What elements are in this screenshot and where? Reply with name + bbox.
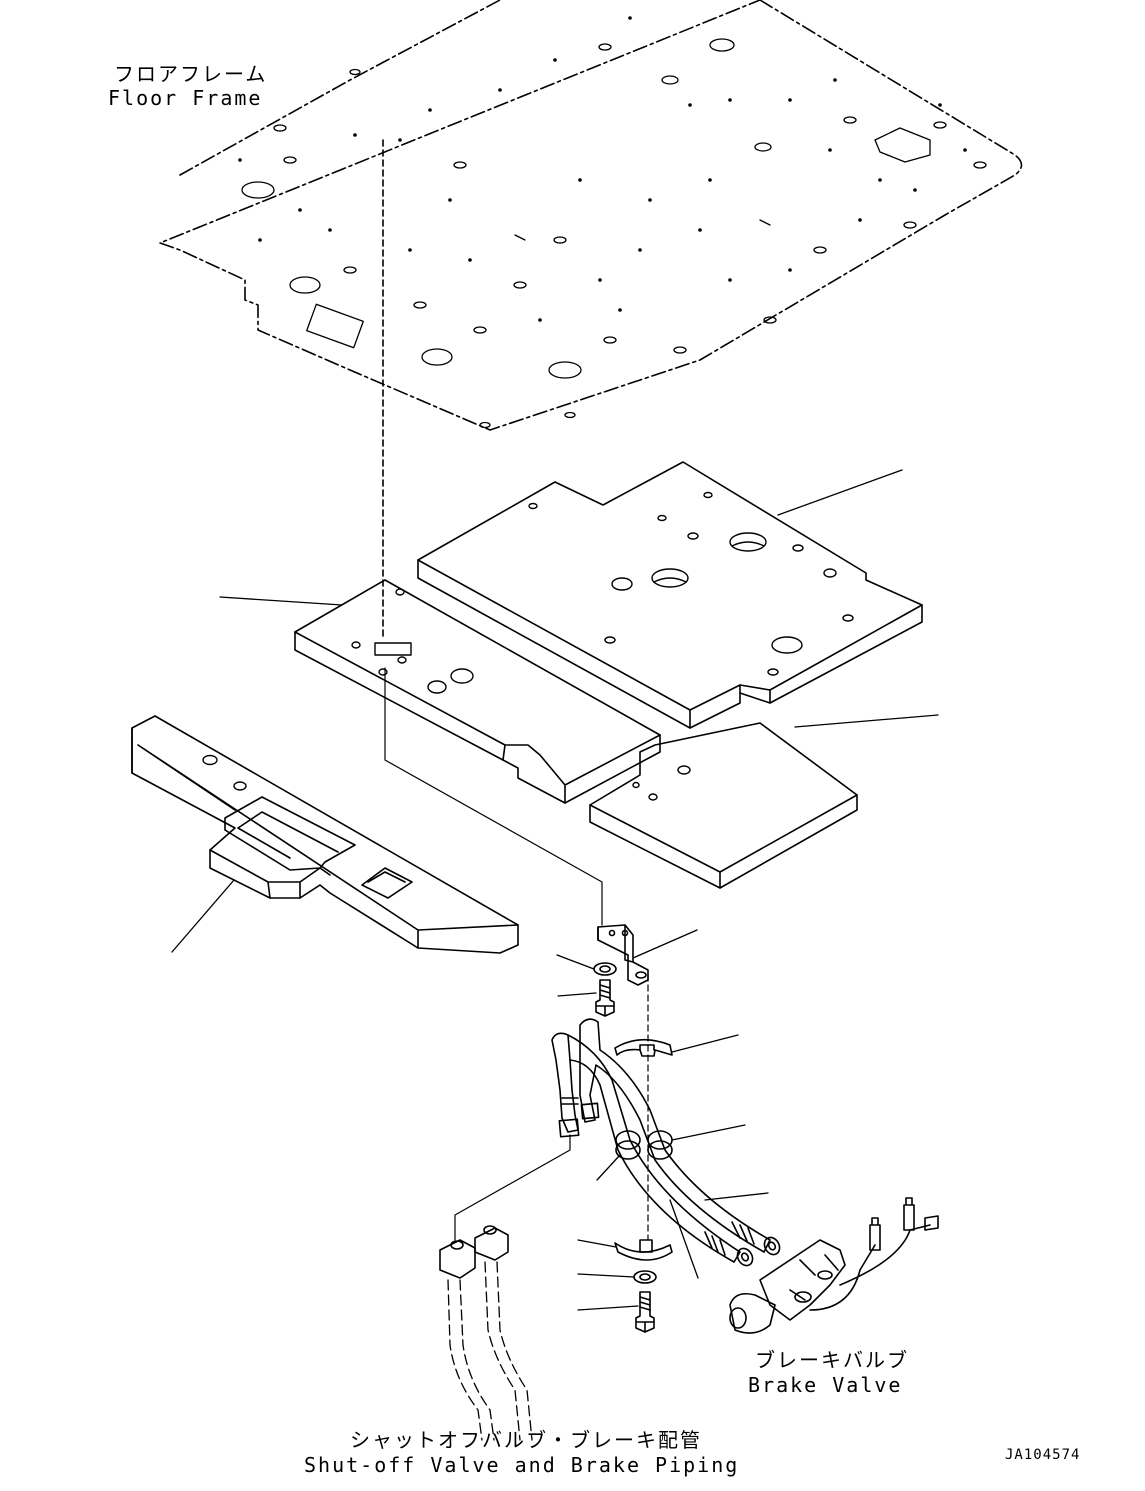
- brake-valve-label-en: Brake Valve: [748, 1373, 903, 1397]
- hose-clamp-upper: [614, 1038, 673, 1057]
- floor-frame-label-jp: フロアフレーム: [114, 62, 268, 86]
- floor-frame: [159, 0, 1023, 641]
- floor-frame-label-en: Floor Frame: [108, 86, 263, 110]
- floor-plate-large: [417, 461, 923, 729]
- piping-label-jp: シャットオフバルブ・ブレーキ配管: [350, 1428, 702, 1452]
- shut-off-valve-piping: [439, 1134, 571, 1441]
- piping-label-en: Shut-off Valve and Brake Piping: [304, 1453, 740, 1477]
- leader-lines: [171, 469, 939, 1311]
- brake-valve: [729, 1197, 939, 1334]
- brake-valve-label-jp: ブレーキバルブ: [755, 1348, 909, 1372]
- brake-hose-a: [551, 1032, 754, 1267]
- hose-bracket: [597, 924, 649, 986]
- hose-clamp-rings: [615, 1130, 673, 1160]
- bolt-upper: [595, 979, 615, 1017]
- drawing-id: JA104574: [1005, 1447, 1081, 1463]
- brake-hose-b: [579, 1018, 781, 1256]
- floor-mat-front: [131, 715, 519, 954]
- washer-upper: [593, 962, 617, 976]
- floor-plate-left: [294, 579, 661, 804]
- bolt-lower: [635, 1291, 655, 1333]
- floor-plate-small: [589, 722, 858, 889]
- hose-clamp-lower: [614, 1239, 673, 1261]
- washer-lower: [633, 1270, 657, 1284]
